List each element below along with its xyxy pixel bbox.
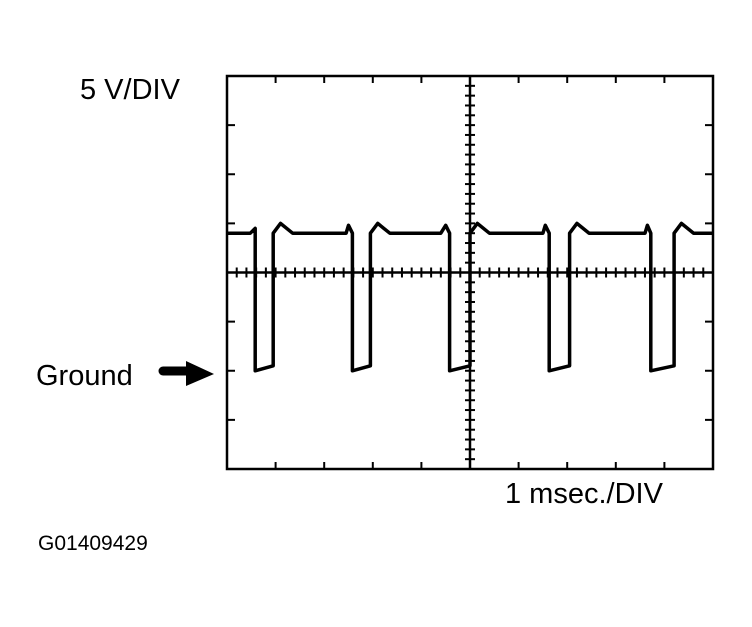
volts-per-div-label: 5 V/DIV (80, 74, 180, 106)
time-per-div-label: 1 msec./DIV (505, 478, 663, 510)
waveform-trace (227, 221, 713, 373)
figure-id: G01409429 (38, 532, 148, 555)
ground-arrow-icon (158, 361, 214, 386)
ground-label: Ground (36, 360, 133, 392)
